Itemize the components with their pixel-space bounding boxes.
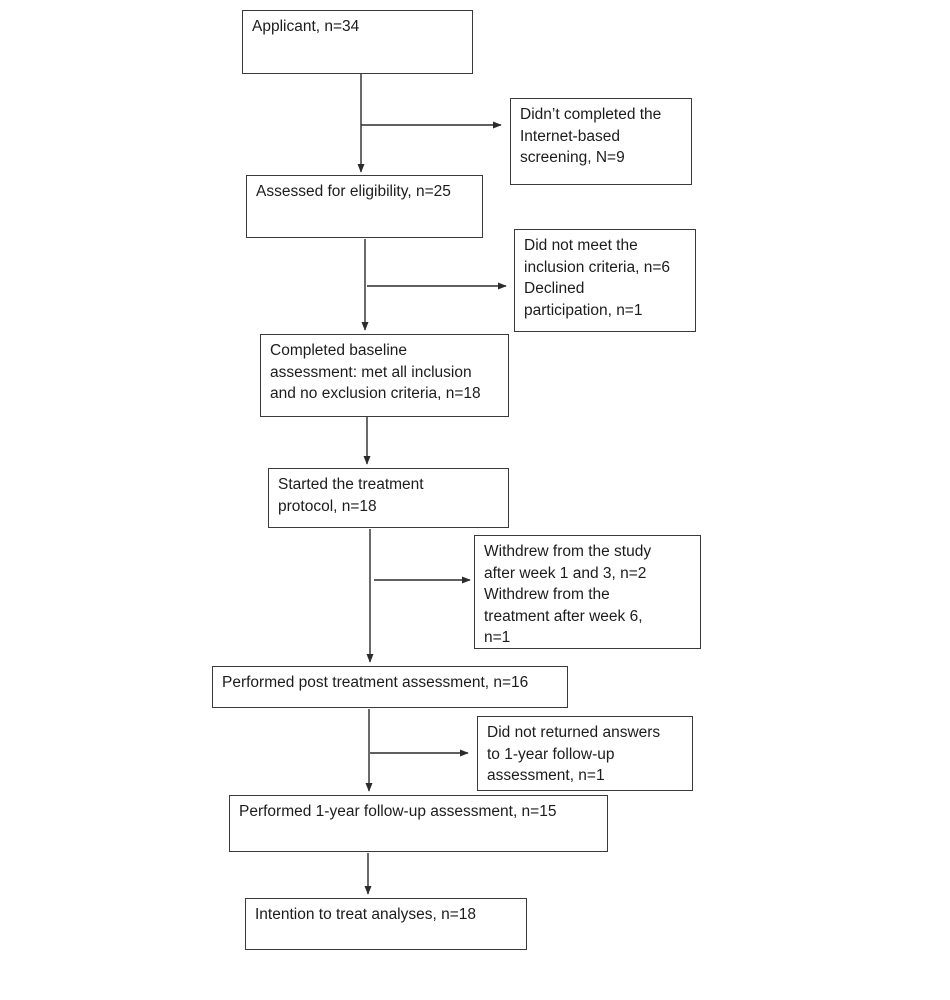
sidebox-not-meet-criteria: Did not meet the inclusion criteria, n=6… — [514, 229, 696, 332]
sidebox-didnt-complete-screening: Didn’t completed the Internet-based scre… — [510, 98, 692, 185]
box-completed-baseline: Completed baseline assessment: met all i… — [260, 334, 509, 417]
box-applicant: Applicant, n=34 — [242, 10, 473, 74]
box-started-treatment: Started the treatment protocol, n=18 — [268, 468, 509, 528]
box-one-year-followup: Performed 1-year follow-up assessment, n… — [229, 795, 608, 852]
sidebox-withdrew: Withdrew from the study after week 1 and… — [474, 535, 701, 649]
box-post-treatment: Performed post treatment assessment, n=1… — [212, 666, 568, 708]
box-assessed-eligibility: Assessed for eligibility, n=25 — [246, 175, 483, 238]
sidebox-no-followup-answers: Did not returned answers to 1-year follo… — [477, 716, 693, 791]
box-intention-to-treat: Intention to treat analyses, n=18 — [245, 898, 527, 950]
